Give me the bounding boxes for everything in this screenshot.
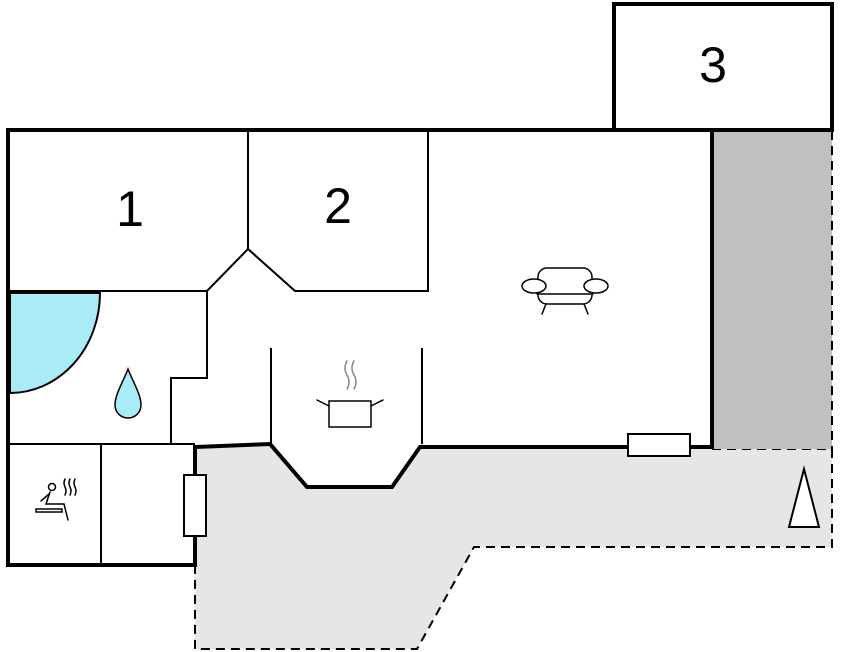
room-3-label: 3 (699, 37, 727, 93)
terrace-area (195, 444, 832, 649)
room-3-wall (612, 2, 834, 132)
sofa-icon (521, 267, 609, 315)
window-left (183, 474, 207, 537)
wall-bathroom (170, 291, 208, 444)
north-arrow-icon (787, 465, 821, 528)
interior-walls (8, 130, 429, 565)
terrace (194, 444, 833, 650)
room-1-label: 1 (116, 181, 144, 237)
wall-room-2 (247, 130, 429, 292)
room-2-label: 2 (324, 178, 352, 234)
main-outline-wall (6, 128, 832, 567)
window-bottom (627, 433, 691, 457)
shower-icon (9, 292, 102, 395)
carport (714, 131, 833, 449)
windows (183, 433, 691, 537)
cooking-pot-icon (316, 360, 384, 428)
wall-room-1 (8, 130, 249, 292)
sauna-icon (35, 478, 77, 521)
carport-area (714, 131, 832, 449)
water-drop-icon (114, 366, 142, 419)
exterior-walls (6, 2, 834, 567)
